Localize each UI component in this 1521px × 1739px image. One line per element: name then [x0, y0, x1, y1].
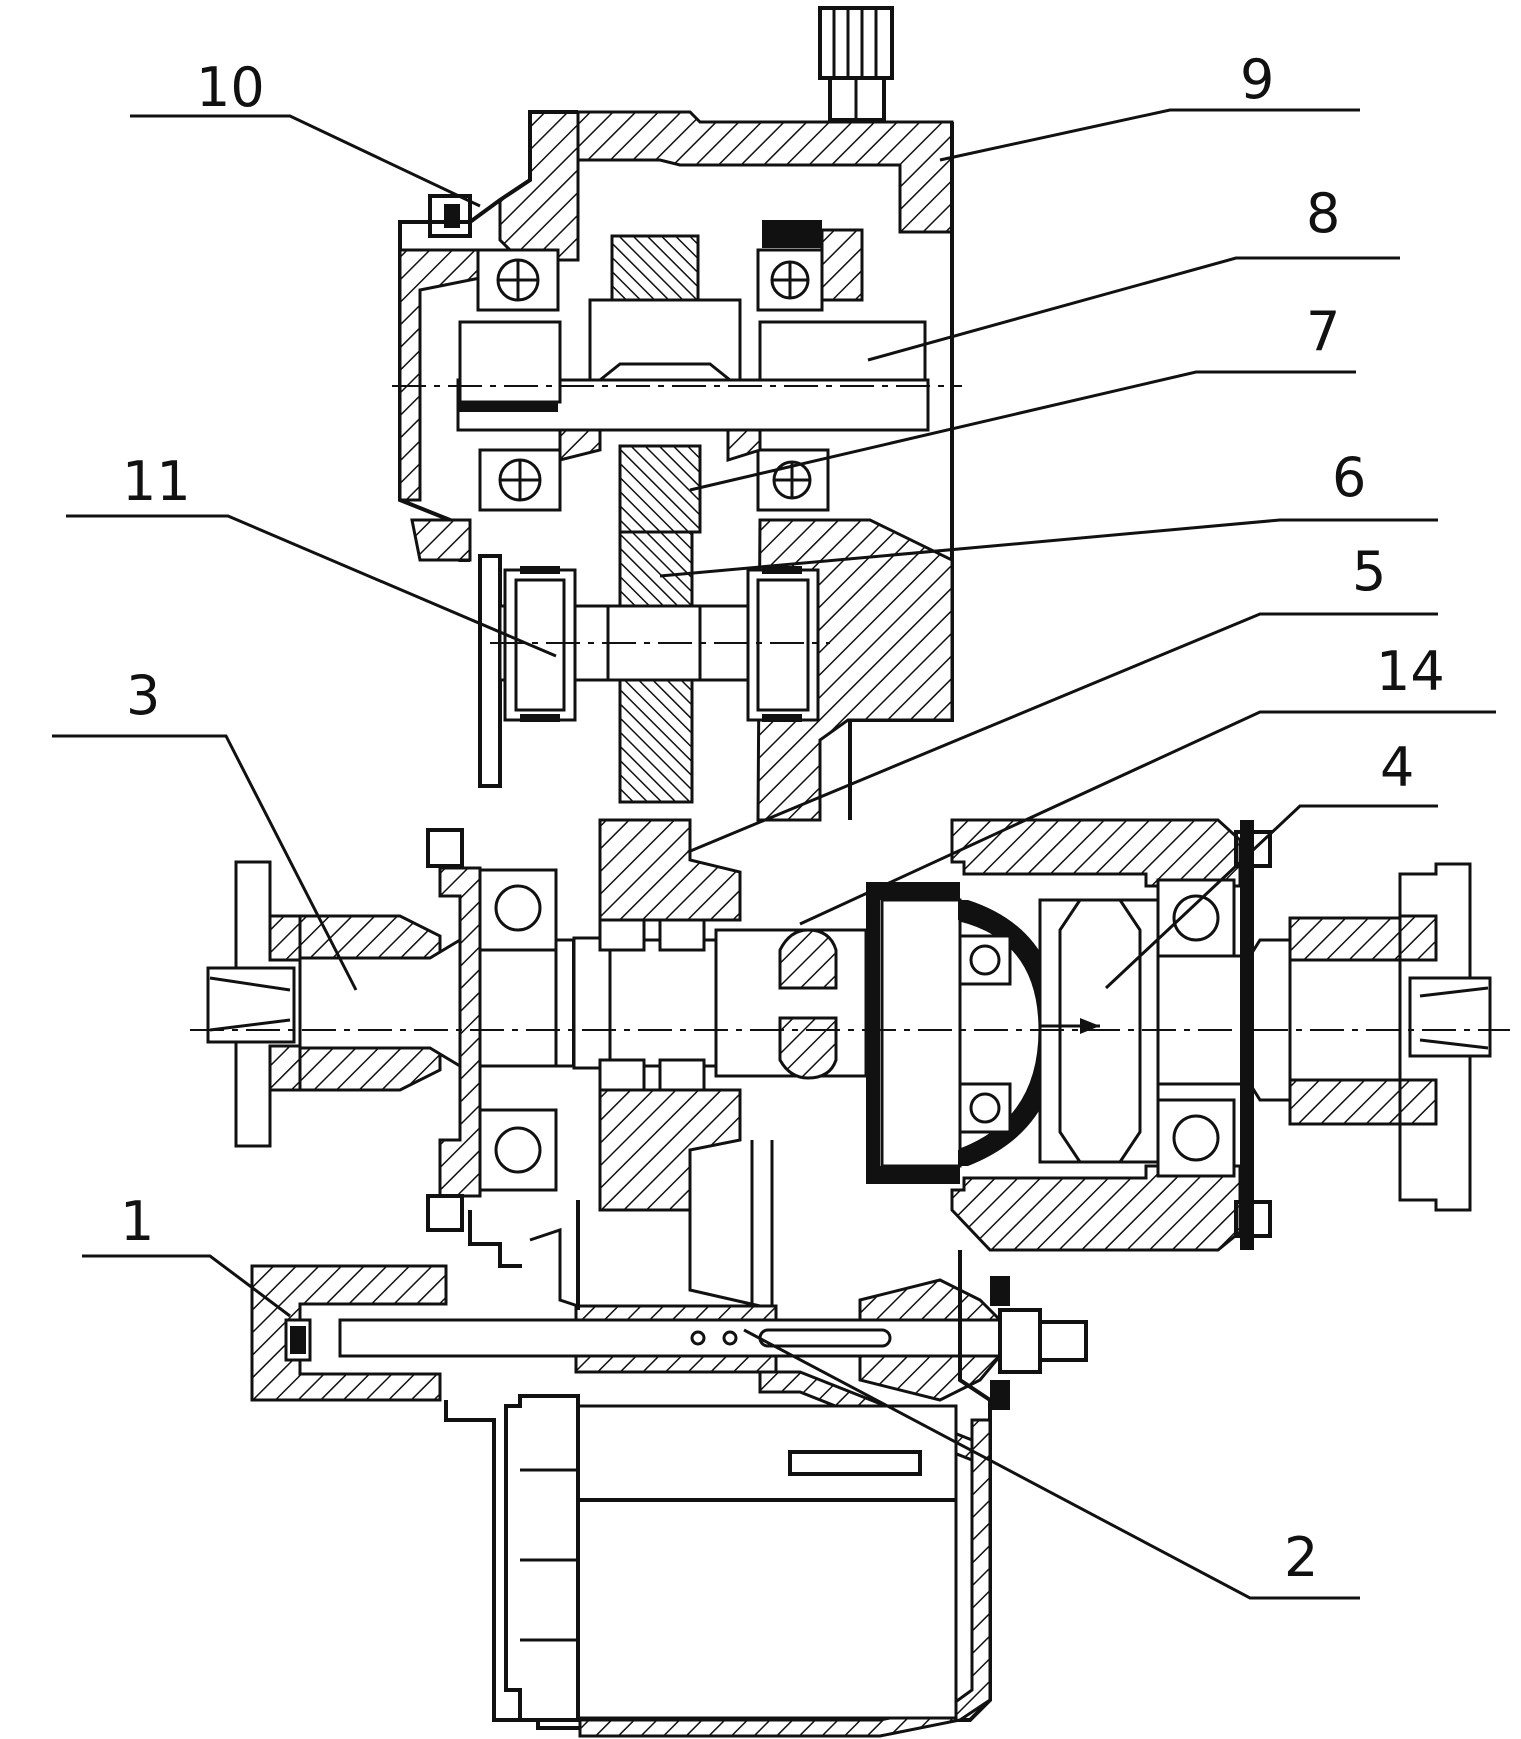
label-7: 7: [1306, 300, 1340, 363]
leader-10: [130, 116, 480, 206]
gear-6: [620, 532, 692, 606]
shift-rod-2: [340, 1320, 1000, 1356]
breather-knob: [820, 8, 892, 78]
label-11: 11: [122, 450, 191, 513]
right-axle-housing: [952, 820, 1240, 886]
axle-bearing-right: [1158, 880, 1234, 956]
label-5: 5: [1352, 540, 1386, 603]
end-cover-10: [500, 112, 578, 260]
label-14: 14: [1376, 640, 1445, 703]
knob-knurl: [834, 10, 876, 76]
label-8: 8: [1306, 182, 1340, 245]
main-axle-assembly: [190, 820, 1510, 1250]
label-2: 2: [1284, 1526, 1318, 1589]
label-9: 9: [1240, 48, 1274, 111]
label-4: 4: [1380, 736, 1414, 799]
axle-bearing-left: [480, 870, 556, 950]
top-cover: [578, 112, 952, 232]
lower-housing: [446, 1140, 990, 1736]
label-6: 6: [1332, 446, 1366, 509]
label-3: 3: [126, 664, 160, 727]
leader-11: [66, 516, 556, 656]
leader-9: [940, 110, 1360, 160]
label-1: 1: [120, 1190, 154, 1253]
gear-5: [600, 820, 740, 920]
gear-7: [620, 446, 700, 532]
label-10: 10: [196, 56, 265, 119]
